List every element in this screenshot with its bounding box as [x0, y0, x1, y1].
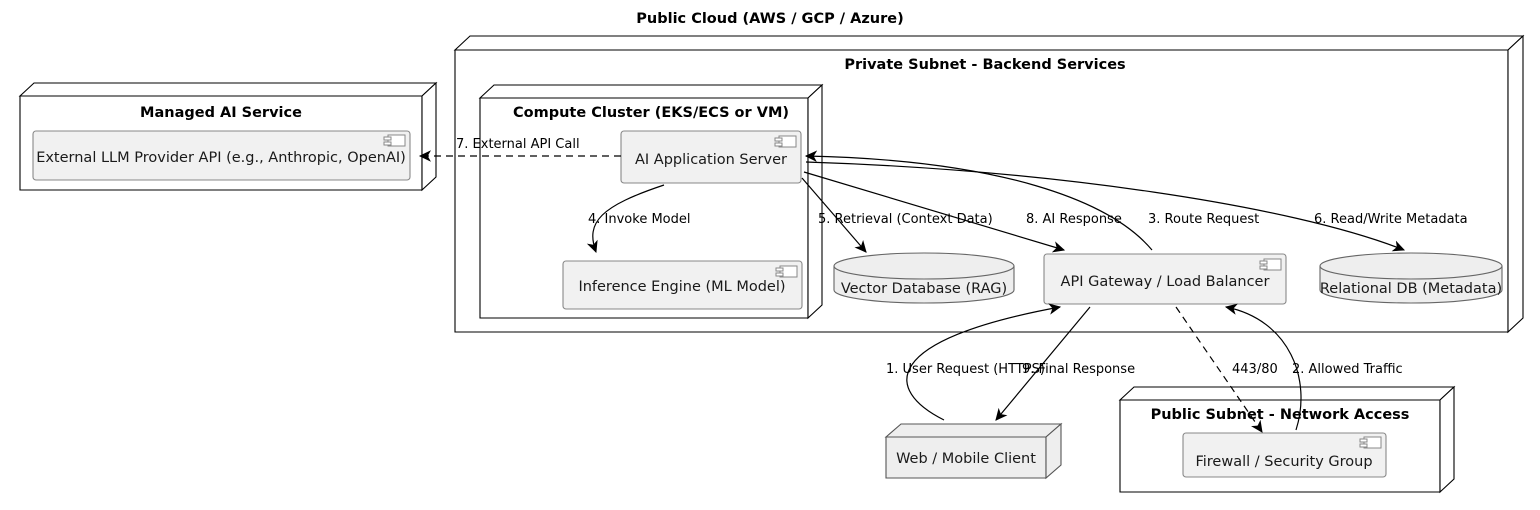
- vector-database-label: Vector Database (RAG): [841, 281, 1007, 297]
- component-api-gateway[interactable]: API Gateway / Load Balancer: [1043, 253, 1287, 305]
- uml-component-icon: [775, 265, 798, 278]
- edge-label-7: 7. External API Call: [456, 137, 580, 152]
- component-ai-application-server[interactable]: AI Application Server: [620, 130, 802, 184]
- uml-component-icon: [774, 135, 797, 148]
- component-external-llm-provider-api[interactable]: External LLM Provider API (e.g., Anthrop…: [32, 130, 411, 181]
- edge-route-request: [804, 150, 1153, 251]
- web-mobile-client-label: Web / Mobile Client: [896, 451, 1036, 467]
- edge-label-3: 3. Route Request: [1148, 212, 1259, 227]
- edge-label-2: 2. Allowed Traffic: [1292, 362, 1403, 377]
- firewall-label: Firewall / Security Group: [1195, 454, 1372, 470]
- relational-db-label: Relational DB (Metadata): [1320, 281, 1502, 297]
- edge-label-1: 1. User Request (HTTPS): [886, 362, 1045, 377]
- external-llm-provider-api-label: External LLM Provider API (e.g., Anthrop…: [36, 150, 406, 166]
- database-vector-database[interactable]: Vector Database (RAG): [833, 252, 1015, 304]
- edge-user-request: [906, 303, 1062, 421]
- private-subnet-title: Private Subnet - Backend Services: [844, 57, 1125, 73]
- edge-ports-443-80: [1175, 306, 1263, 433]
- edge-label-8: 8. AI Response: [1026, 212, 1122, 227]
- node-web-mobile-client[interactable]: Web / Mobile Client: [884, 422, 1063, 480]
- managed-ai-service-title: Managed AI Service: [140, 105, 302, 121]
- edge-retrieval-context-data: [801, 177, 867, 253]
- ai-application-server-label: AI Application Server: [635, 152, 787, 168]
- compute-cluster-title: Compute Cluster (EKS/ECS or VM): [513, 105, 789, 121]
- component-firewall-security-group[interactable]: Firewall / Security Group: [1182, 432, 1387, 478]
- diagram-title: Public Cloud (AWS / GCP / Azure): [636, 11, 903, 27]
- edge-final-response: [995, 306, 1091, 421]
- uml-component-icon: [1359, 436, 1382, 449]
- component-inference-engine[interactable]: Inference Engine (ML Model): [562, 260, 803, 310]
- edge-label-6: 6. Read/Write Metadata: [1314, 212, 1468, 227]
- edge-label-9: 9. Final Response: [1022, 362, 1135, 377]
- uml-component-icon: [383, 134, 406, 147]
- uml-component-icon: [1259, 258, 1282, 271]
- edge-read-write-metadata: [805, 161, 1406, 252]
- edge-label-5: 5. Retrieval (Context Data): [818, 212, 993, 227]
- edge-label-443-80: 443/80: [1232, 362, 1278, 377]
- inference-engine-label: Inference Engine (ML Model): [578, 279, 785, 295]
- database-relational-db[interactable]: Relational DB (Metadata): [1319, 252, 1503, 304]
- edge-label-4: 4. Invoke Model: [588, 212, 690, 227]
- edge-invoke-model: [586, 184, 665, 254]
- edge-allowed-traffic: [1224, 303, 1302, 431]
- public-subnet-title: Public Subnet - Network Access: [1151, 407, 1410, 423]
- api-gateway-label: API Gateway / Load Balancer: [1061, 274, 1270, 290]
- edge-ai-response: [803, 171, 1066, 253]
